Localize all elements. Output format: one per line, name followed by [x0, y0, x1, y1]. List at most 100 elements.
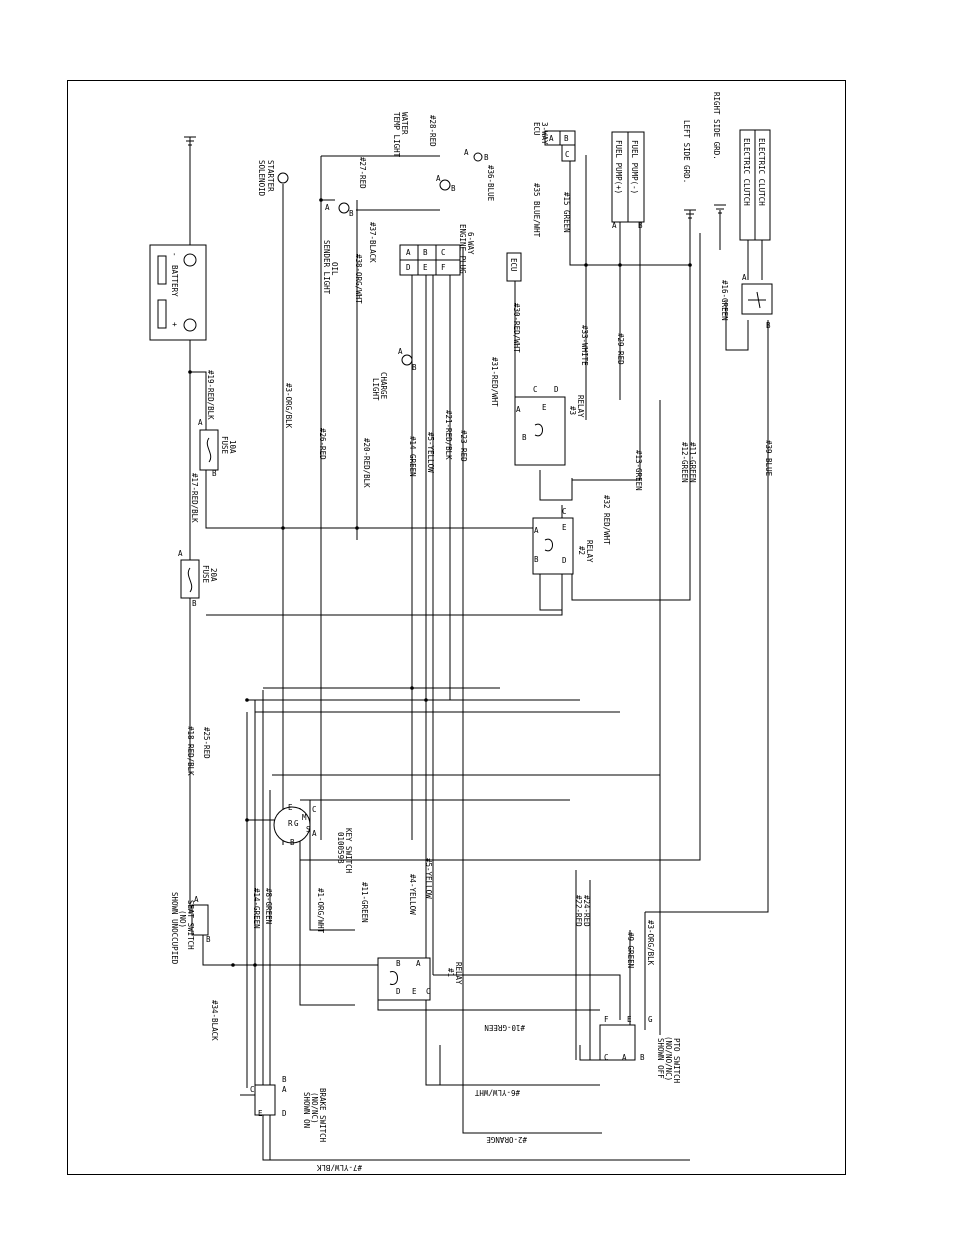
- wire-label-8: #8-GREEN: [264, 888, 273, 924]
- water-temp-light: WATER TEMP LIGHT: [392, 112, 483, 191]
- relay-2: RELAY #2: [532, 517, 594, 575]
- clutch-label-b: ELECTRIC CLUTCH: [742, 138, 751, 206]
- seat-switch-label: SEAT SWITCH: [186, 900, 195, 950]
- brake-switch-label-2: (NO/NC): [310, 1092, 319, 1124]
- key-switch: KEY SWITCH 0100598: [273, 806, 353, 874]
- electric-clutch: ELECTRIC CLUTCH ELECTRIC CLUTCH: [739, 129, 773, 315]
- pin-b: B: [564, 134, 569, 143]
- pin-a: A: [612, 221, 617, 230]
- pin-a: A: [742, 273, 747, 282]
- pin-c: C: [250, 1085, 255, 1094]
- pin-b: B: [192, 599, 197, 608]
- battery-neg-label: -: [170, 252, 179, 257]
- ecu-label: ECU: [509, 258, 518, 272]
- battery: BATTERY - +: [149, 244, 207, 341]
- wire-label-32: #32 RED/WHT: [602, 495, 611, 545]
- starter-solenoid: STARTER SOLENOID: [257, 160, 289, 197]
- pin-g: G: [648, 1015, 653, 1024]
- wire-label-17: #17-RED/BLK: [190, 473, 199, 523]
- wire-label-7: #7-YLW/BLK: [316, 1163, 362, 1172]
- wire-label-11b: #11-GREEN: [360, 882, 369, 923]
- relay2-label: RELAY: [585, 540, 594, 563]
- wire-label-38: #38-ORG/WHT: [354, 254, 363, 304]
- wire-label-16: #16-GREEN: [720, 280, 729, 321]
- battery-pos-label: +: [170, 322, 179, 327]
- pin-b: B: [282, 1075, 287, 1084]
- pto-switch: PTO SWITCH (NO/NO/NC) SHOWN OFF: [599, 1024, 681, 1084]
- pin-r: R: [288, 819, 293, 828]
- pin-d: D: [396, 987, 401, 996]
- wire-labels: #28-RED #27-RED #36-BLUE #35 BLUE/WHT #1…: [186, 115, 773, 1172]
- key-switch-label: KEY SWITCH: [344, 828, 353, 874]
- left-side-ground: LEFT SIDE GRD.: [682, 120, 691, 183]
- ecu-module: ECU: [506, 252, 522, 282]
- pin-d: D: [282, 1109, 287, 1118]
- wire-label-34: #34-BLACK: [210, 1000, 219, 1041]
- pin-a: A: [516, 405, 521, 414]
- relay1-label-2: #1: [446, 968, 455, 977]
- charge-light: CHARGE LIGHT: [371, 354, 413, 401]
- wire-label-23: #23-RED: [459, 430, 468, 462]
- pin-a: A: [194, 895, 199, 904]
- ecu3-label-2: ECU: [532, 122, 541, 136]
- wire-label-35: #35 BLUE/WHT: [532, 183, 541, 238]
- oil-light-label: OIL: [330, 262, 339, 276]
- brake-switch-label: BRAKE SWITCH: [318, 1088, 327, 1143]
- pin-a: A: [325, 203, 330, 212]
- wire-label-22: #22-RED: [574, 895, 583, 927]
- wire-label-3a: #3-ORG/BLK: [284, 383, 293, 429]
- fuse-20a: 20A FUSE: [180, 559, 218, 599]
- pin-c: C: [312, 805, 317, 814]
- pin-b: B: [451, 184, 456, 193]
- pto-switch-label-2: (NO/NO/NC): [664, 1036, 673, 1081]
- charge-light-label: CHARGE: [379, 372, 388, 400]
- wire-label-37: #37-BLACK: [368, 222, 377, 263]
- three-way-ecu: 3-WAY ECU: [532, 122, 576, 162]
- wire-label-14b: #14-GREEN: [252, 888, 261, 929]
- six-way-engine-plug: 6-WAY ENGINE PLUG: [399, 224, 475, 276]
- pin-e: E: [258, 1109, 263, 1118]
- wire-label-21: #21-RED/BLK: [444, 410, 453, 460]
- pin-a: A: [398, 347, 403, 356]
- fuse20-label: 20A: [209, 568, 218, 582]
- pin-c: C: [441, 248, 446, 257]
- pin-a: A: [178, 549, 183, 558]
- wire-label-4: #4-YELLOW: [408, 874, 417, 915]
- wire-label-39: #39-BLUE: [764, 440, 773, 477]
- pin-b: B: [206, 935, 211, 944]
- wire-label-33: #33-WHITE: [580, 325, 589, 366]
- pin-b: B: [396, 959, 401, 968]
- pin-d: D: [554, 385, 559, 394]
- brake-switch-label-3: SHOWN ON: [302, 1092, 311, 1128]
- pin-e: E: [288, 803, 293, 812]
- water-light-label-2: TEMP LIGHT: [392, 112, 401, 158]
- wire-label-12: #12-GREEN: [680, 442, 689, 483]
- pin-b: B: [423, 248, 428, 257]
- wire-label-9: #9-GREEN: [626, 932, 635, 968]
- pin-c: C: [565, 150, 570, 159]
- fuse-10a: 10A FUSE: [199, 429, 237, 471]
- relay-1: RELAY #1: [377, 957, 463, 1001]
- wire-label-10: #10-GREEN: [484, 1023, 525, 1032]
- pin-e: E: [412, 987, 417, 996]
- pin-e: E: [562, 523, 567, 532]
- pin-c: C: [533, 385, 538, 394]
- pin-a: A: [549, 134, 554, 143]
- relay2-label-2: #2: [577, 546, 586, 555]
- wire-label-26: #26-RED: [318, 428, 327, 460]
- wire-label-24: #24-RED: [582, 895, 591, 927]
- pin-d: D: [562, 556, 567, 565]
- pin-a: A: [282, 1085, 287, 1094]
- wire-label-13: #13-GREEN: [634, 450, 643, 491]
- wire-label-25: #25-RED: [202, 727, 211, 759]
- ground-labels: LEFT SIDE GRD. RIGHT SIDE GRD.: [682, 92, 726, 219]
- pin-a: A: [198, 418, 203, 427]
- starter-label-2: SOLENOID: [257, 160, 266, 197]
- seat-switch-label-3: SHOWN UNOCCUPIED: [170, 892, 179, 965]
- pin-m: M: [302, 813, 307, 822]
- fuse10-label-2: FUSE: [220, 436, 229, 455]
- pin-b: B: [484, 153, 489, 162]
- pin-b: B: [349, 209, 354, 218]
- pin-a: A: [464, 148, 469, 157]
- pin-b: B: [290, 838, 295, 847]
